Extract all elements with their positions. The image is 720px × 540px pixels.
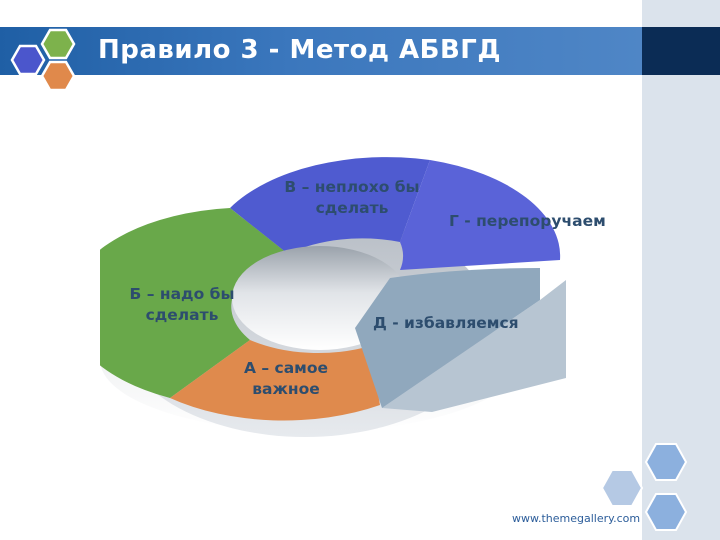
decorative-hexagons — [600, 443, 688, 531]
segment-a — [170, 340, 380, 421]
segment-d — [355, 268, 540, 408]
slide-title: Правило 3 - Метод АБВГД — [98, 35, 501, 65]
segment-g — [400, 160, 561, 270]
logo-hex-blue — [10, 44, 46, 76]
label-g: Г - перепоручаем — [449, 212, 606, 230]
deco-hex-3 — [644, 493, 688, 531]
label-v: В – неплохо бы сделать — [284, 178, 420, 217]
deco-hex-1 — [644, 443, 688, 481]
deco-hex-2 — [600, 469, 644, 507]
footer-url[interactable]: www.themegallery.com — [512, 512, 641, 525]
segment-d-side — [382, 280, 566, 412]
logo-hex-green — [40, 28, 76, 60]
title-bar-accent — [642, 27, 720, 75]
hexagon-logo-icon — [10, 28, 76, 92]
label-a: А – самое важное — [243, 359, 329, 398]
segment-b — [100, 208, 288, 398]
title-bar — [0, 27, 642, 75]
donut-diagram — [100, 157, 566, 437]
segment-v — [230, 157, 430, 254]
logo-hex-orange — [40, 60, 76, 92]
label-b: Б – надо бы сделать — [129, 285, 235, 324]
label-d: Д - избавляемся — [373, 314, 519, 332]
